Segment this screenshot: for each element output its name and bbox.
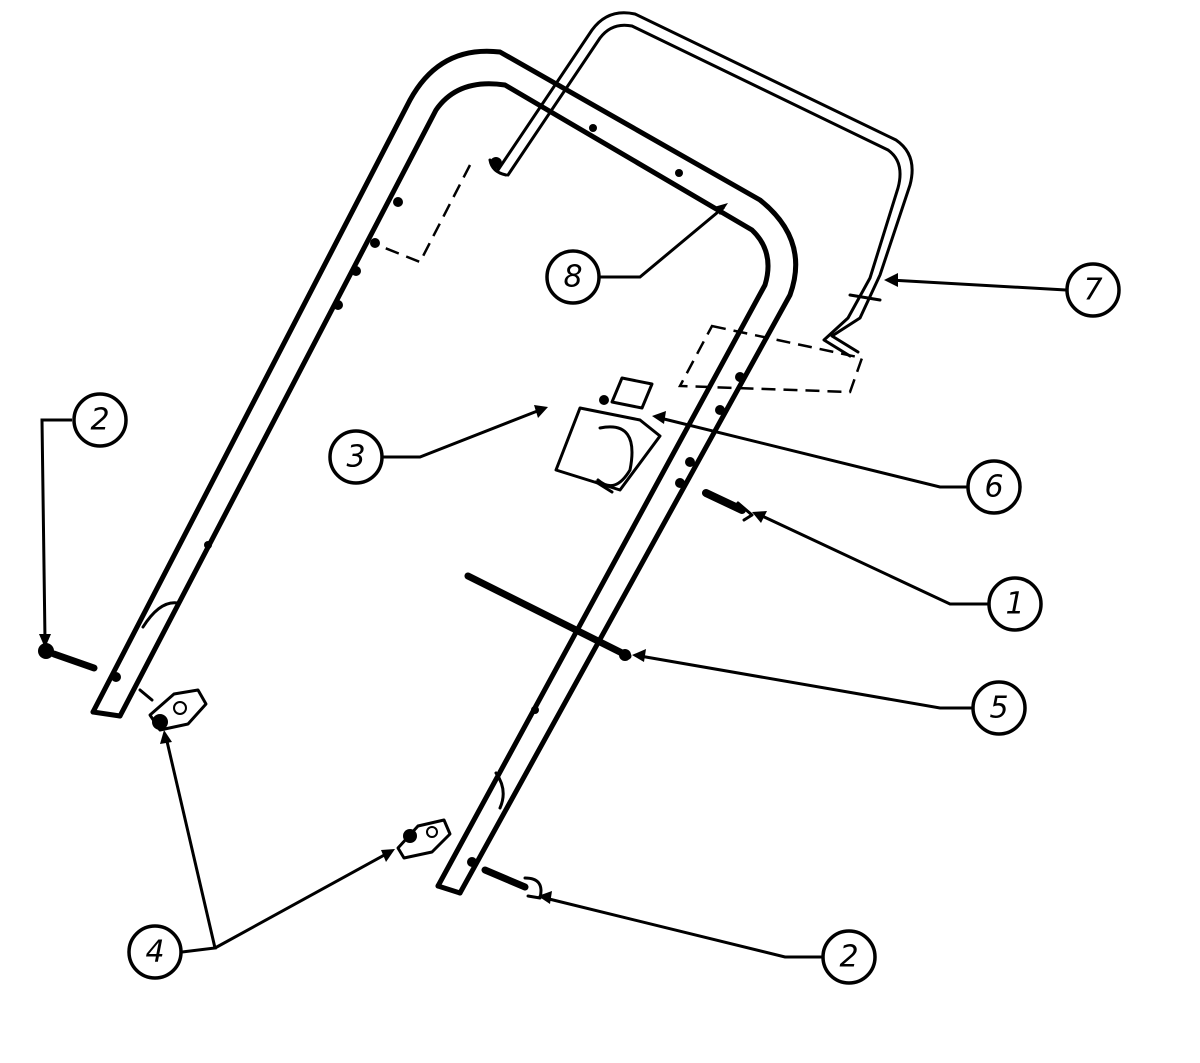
callout-5: 5 <box>971 680 1027 736</box>
svg-text:5: 5 <box>989 691 1008 726</box>
svg-text:7: 7 <box>1083 273 1102 308</box>
svg-text:2: 2 <box>90 403 109 438</box>
bolt-2-right <box>481 866 543 900</box>
bolt-2-left <box>38 643 98 672</box>
svg-text:4: 4 <box>145 935 164 970</box>
callout-8: 8 <box>545 249 601 305</box>
callout-3: 3 <box>328 429 384 485</box>
svg-text:8: 8 <box>563 260 582 295</box>
control-cable <box>464 572 632 661</box>
callout-7: 7 <box>1065 262 1121 318</box>
svg-text:2: 2 <box>839 940 858 975</box>
callout-6: 6 <box>966 459 1022 515</box>
svg-text:6: 6 <box>984 470 1003 505</box>
callout-2-left: 2 <box>72 392 128 448</box>
callout-2-right: 2 <box>821 929 877 985</box>
bolt-1 <box>702 489 754 522</box>
svg-text:1: 1 <box>1005 587 1024 622</box>
knob-4-right <box>396 818 452 860</box>
callout-4: 4 <box>127 924 183 980</box>
knob-4-left <box>138 688 208 732</box>
svg-text:3: 3 <box>346 440 365 475</box>
upper-handle <box>90 48 799 896</box>
engine-zone-control <box>554 324 864 494</box>
leader-lines <box>39 203 1067 959</box>
control-bail <box>379 11 914 358</box>
callout-1: 1 <box>987 576 1043 632</box>
